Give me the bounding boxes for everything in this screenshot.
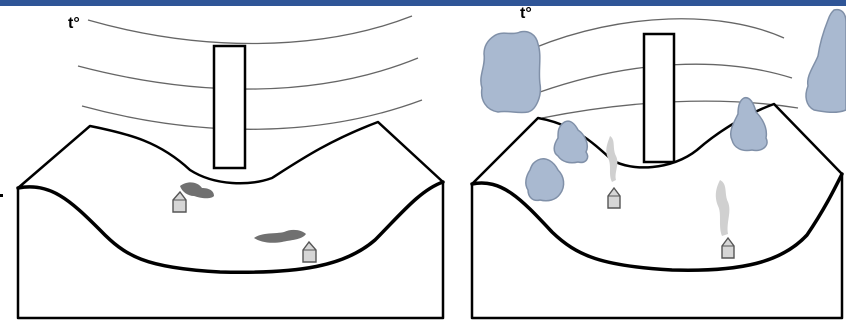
tree-icon	[481, 32, 541, 113]
valley-profile	[18, 182, 443, 272]
thermometer-icon	[214, 46, 245, 168]
pollution-cloud	[180, 182, 214, 198]
tree-icon	[554, 121, 587, 163]
tree-icon	[526, 159, 564, 201]
valley-panel-left: t°	[0, 0, 450, 325]
temperature-label-left: t°	[68, 16, 80, 32]
valley-panel-right: t°	[462, 0, 846, 325]
house-icon	[722, 238, 734, 258]
smoke-plume	[606, 136, 617, 182]
tree-icon	[806, 10, 846, 113]
house-icon	[303, 242, 316, 262]
valley-diagram-left	[0, 0, 450, 325]
valley-diagram-right	[462, 0, 846, 325]
tree-icon	[731, 98, 767, 151]
isotherm-line-2	[78, 58, 418, 89]
smoke-plume	[716, 180, 730, 236]
thermometer-icon	[644, 34, 674, 162]
isotherm-line-1	[88, 16, 412, 44]
house-icon	[608, 188, 620, 208]
temperature-label-right: t°	[520, 6, 532, 22]
pollution-cloud	[254, 230, 306, 243]
house-icon	[173, 192, 186, 212]
edge-marker	[0, 194, 3, 197]
